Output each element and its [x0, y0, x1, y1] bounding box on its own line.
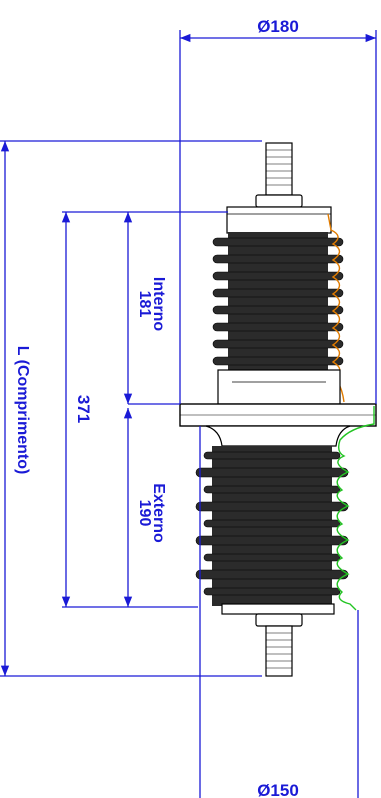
total-span-value: 371 [74, 395, 93, 423]
internal-profile-outline [327, 213, 345, 403]
internal-neck [217, 369, 341, 405]
lower-nut [255, 613, 303, 627]
internal-value: 181 [136, 291, 153, 318]
external-label: Externo [150, 483, 167, 543]
lower-stud [265, 625, 293, 677]
internal-label: Interno [150, 277, 167, 331]
external-value: 190 [136, 500, 153, 527]
dimension-lines [0, 30, 377, 798]
bottom-diameter-label: Ø150 [257, 781, 299, 798]
upper-cap [226, 206, 332, 234]
external-sheds [195, 446, 349, 606]
overall-length-label: L (Comprimento) [14, 346, 31, 475]
upper-nut [255, 194, 303, 208]
external-neck [205, 425, 351, 447]
top-diameter-label: Ø180 [257, 17, 299, 36]
lower-cap [221, 603, 335, 615]
upper-stud [265, 142, 293, 196]
external-profile-outline [336, 406, 375, 611]
internal-sheds [212, 232, 344, 370]
mounting-flange [179, 403, 377, 427]
